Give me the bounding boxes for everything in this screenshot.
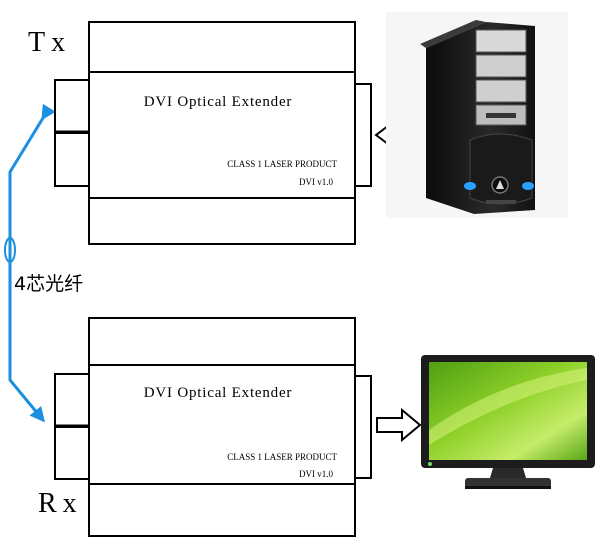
tx-unit-title: DVI Optical Extender xyxy=(144,94,292,110)
tx-unit-top-panel xyxy=(88,21,356,73)
rx-laser-note: CLASS 1 LASER PRODUCT xyxy=(227,452,337,462)
tx-laser-note: CLASS 1 LASER PRODUCT xyxy=(227,159,337,169)
tx-fiber-port-upper xyxy=(54,79,90,133)
rx-unit-top-panel xyxy=(88,317,356,366)
tx-fiber-port-lower xyxy=(54,132,90,187)
rx-label: Rx xyxy=(38,488,83,519)
rx-unit-bottom-panel xyxy=(88,483,356,537)
tx-extender-unit: DVI Optical Extender CLASS 1 LASER PRODU… xyxy=(54,21,372,245)
rx-unit-title: DVI Optical Extender xyxy=(144,385,292,401)
rx-fiber-port-upper xyxy=(54,373,90,427)
tx-label: Tx xyxy=(28,27,71,58)
tx-version: DVI v1.0 xyxy=(299,177,333,187)
rx-extender-unit: DVI Optical Extender CLASS 1 LASER PRODU… xyxy=(54,317,372,537)
output-arrow-icon xyxy=(376,407,422,443)
monitor-icon xyxy=(421,355,595,489)
fiber-label: 4芯光纤 xyxy=(14,273,83,295)
tx-unit-bottom-panel xyxy=(88,197,356,245)
rx-fiber-port-lower xyxy=(54,426,90,480)
tx-dvi-port xyxy=(354,83,372,187)
rx-dvi-port xyxy=(354,375,372,479)
rx-unit-body xyxy=(88,364,356,485)
computer-tower-icon xyxy=(386,12,568,218)
rx-version: DVI v1.0 xyxy=(299,469,333,479)
fiber-cable xyxy=(4,103,56,423)
